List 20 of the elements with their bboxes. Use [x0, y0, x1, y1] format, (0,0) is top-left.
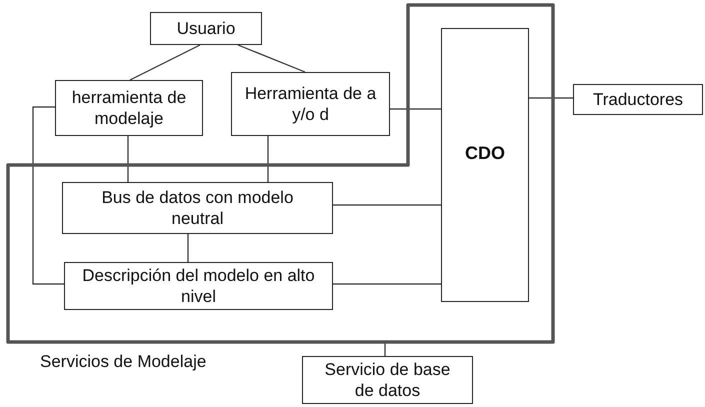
process-box: Bus de datos con modelo neutral [62, 182, 333, 234]
connector-line [238, 44, 306, 73]
tool-box: herramienta de modelaje [55, 80, 203, 136]
region-title: Servicios de Modelaje [40, 352, 206, 372]
connector-line [267, 136, 269, 182]
connector-line [333, 204, 441, 206]
process-box: Descripción del modelo en alto nivel [64, 262, 333, 310]
connector-line [384, 342, 386, 356]
external-box: Servicio de base de datos [302, 356, 473, 404]
connector-line [529, 97, 573, 99]
connector-line [390, 108, 441, 110]
actor-box: Usuario [150, 12, 262, 45]
connector-line [130, 44, 200, 81]
connector-line [333, 283, 441, 285]
connector-line [127, 136, 129, 182]
process-box: CDO [441, 28, 529, 302]
connector-line [32, 106, 64, 285]
connector-line [187, 234, 189, 262]
tool-box: Herramienta de a y/o d [231, 72, 390, 136]
external-box: Traductores [573, 84, 703, 115]
